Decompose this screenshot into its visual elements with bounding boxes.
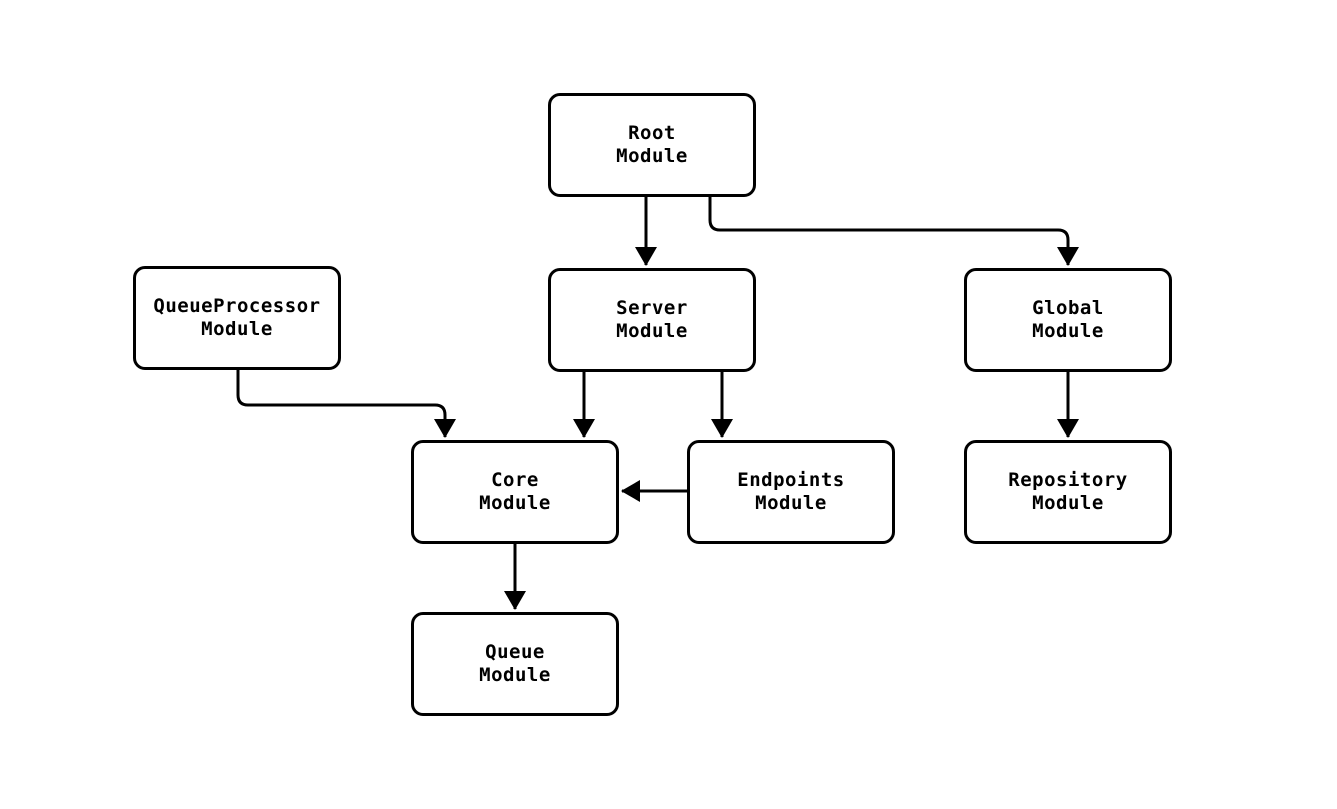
edge-queueprocessor-to-core xyxy=(236,370,456,438)
edge-root-to-global xyxy=(708,197,1079,266)
node-label-line1: Core xyxy=(491,469,539,491)
node-label-line2: Module xyxy=(616,320,688,342)
node-label-line2: Module xyxy=(201,318,273,340)
node-queueprocessor-module: QueueProcessor Module xyxy=(133,266,341,370)
node-global-module: Global Module xyxy=(964,268,1172,372)
node-label-line2: Module xyxy=(479,492,551,514)
node-label-line2: Module xyxy=(1032,492,1104,514)
node-endpoints-module: Endpoints Module xyxy=(687,440,895,544)
node-label-line1: Endpoints xyxy=(737,469,845,491)
node-label-line2: Module xyxy=(616,145,688,167)
node-queue-module: Queue Module xyxy=(411,612,619,716)
node-root-module: Root Module xyxy=(548,93,756,197)
node-server-module: Server Module xyxy=(548,268,756,372)
node-label-line1: Server xyxy=(616,297,688,319)
node-label-line1: QueueProcessor xyxy=(153,295,321,317)
node-label-line2: Module xyxy=(479,664,551,686)
node-label-line2: Module xyxy=(755,492,827,514)
node-label-line1: Root xyxy=(628,122,676,144)
node-repository-module: Repository Module xyxy=(964,440,1172,544)
node-core-module: Core Module xyxy=(411,440,619,544)
node-label-line1: Repository xyxy=(1008,469,1128,491)
node-label-line2: Module xyxy=(1032,320,1104,342)
node-label-line1: Global xyxy=(1032,297,1104,319)
node-label-line1: Queue xyxy=(485,641,545,663)
